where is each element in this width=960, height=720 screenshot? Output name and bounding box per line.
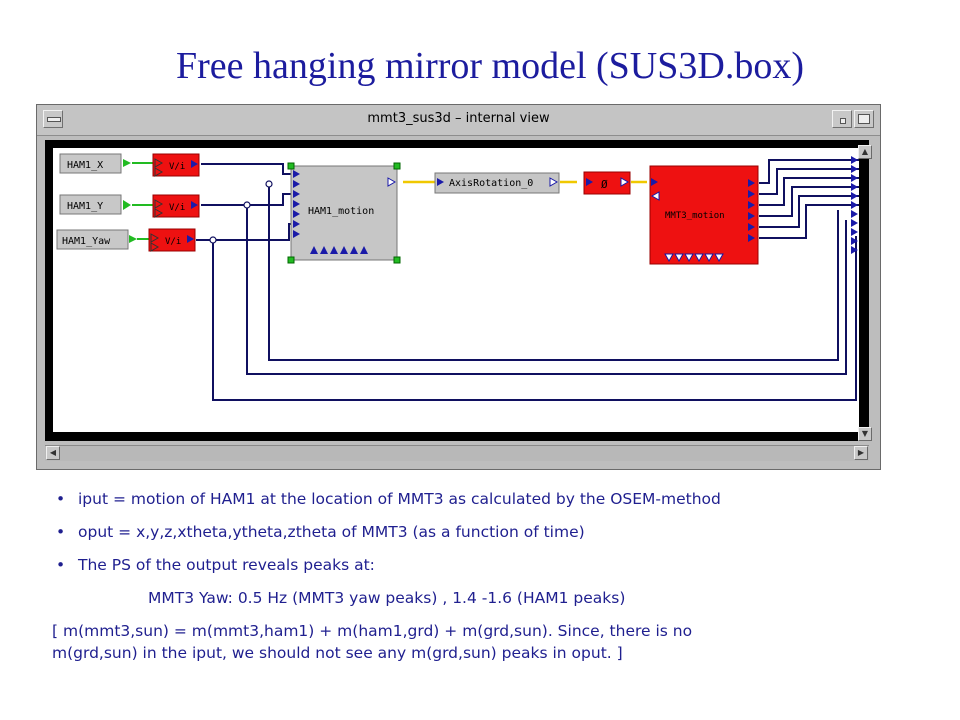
axis-rotation-label: AxisRotation_0 xyxy=(449,178,533,189)
mmt3-motion-block[interactable]: MMT3_motion xyxy=(649,165,759,265)
maximize-icon xyxy=(858,114,870,124)
note-line: m(grd,sun) in the iput, we should not se… xyxy=(52,644,623,662)
input-label-yaw: HAM1_Yaw xyxy=(62,236,111,247)
window-menu-icon xyxy=(47,117,61,122)
bullet-text: oput = x,y,z,xtheta,ytheta,ztheta of MMT… xyxy=(78,523,585,541)
diagram-svg: HAM1_X HAM1_Y HAM1_Yaw V/i xyxy=(56,153,859,401)
scroll-down-button[interactable]: ▼ xyxy=(858,427,872,441)
wire-out-5 xyxy=(759,195,859,228)
rotation-glyph: Ø xyxy=(601,178,608,191)
mmt3-motion-label: MMT3_motion xyxy=(665,211,725,221)
minimize-icon xyxy=(840,118,846,124)
slide-title: Free hanging mirror model (SUS3D.box) xyxy=(176,45,804,87)
junction-dots xyxy=(209,180,273,244)
input-block-y[interactable]: HAM1_Y xyxy=(59,194,131,215)
input-port-yaw xyxy=(129,235,137,243)
bullet-list: • iput = motion of HAM1 at the location … xyxy=(52,488,912,664)
horizontal-scrollbar[interactable]: ◀ ▶ xyxy=(45,445,869,461)
window-titlebar[interactable]: mmt3_sus3d – internal view xyxy=(37,105,880,136)
mmt3-motion-outputs xyxy=(748,179,755,242)
input-port-y xyxy=(123,200,131,210)
wire-out-3 xyxy=(759,177,859,206)
input-label-y: HAM1_Y xyxy=(67,201,103,212)
wire-out-2 xyxy=(759,168,859,195)
wire-out-6 xyxy=(759,204,859,239)
wire-y-to-ham1 xyxy=(201,193,293,206)
scroll-up-button[interactable]: ▲ xyxy=(858,145,872,159)
bullet-item: • iput = motion of HAM1 at the location … xyxy=(52,488,912,521)
maximize-button[interactable] xyxy=(854,110,874,128)
rotation-block[interactable]: Ø xyxy=(583,171,631,195)
bullet-text: iput = motion of HAM1 at the location of… xyxy=(78,490,721,508)
bullet-item: • The PS of the output reveals peaks at: xyxy=(52,554,912,587)
input-label-x: HAM1_X xyxy=(67,160,103,171)
bullet-dot-icon: • xyxy=(56,523,66,541)
scroll-left-button[interactable]: ◀ xyxy=(46,446,60,460)
ham1-motion-block[interactable]: HAM1_motion xyxy=(287,162,401,264)
converter-glyph-x: V/i xyxy=(169,162,185,172)
window-menu-button[interactable] xyxy=(43,110,63,128)
diagram-canvas[interactable]: HAM1_X HAM1_Y HAM1_Yaw V/i xyxy=(53,148,859,432)
wire-out-1 xyxy=(759,159,859,184)
bullet-text: The PS of the output reveals peaks at: xyxy=(78,556,375,574)
input-block-yaw[interactable]: HAM1_Yaw xyxy=(56,229,137,250)
axis-rotation-block[interactable]: AxisRotation_0 xyxy=(434,172,560,194)
bullet-dot-icon: • xyxy=(56,556,66,574)
input-block-x[interactable]: HAM1_X xyxy=(59,153,131,174)
ham1-motion-inputs xyxy=(293,170,300,238)
wire-x-to-ham1 xyxy=(201,163,293,175)
converter-glyph-y: V/i xyxy=(169,203,185,213)
bullet-dot-icon: • xyxy=(56,490,66,508)
converter-glyph-yaw: V/i xyxy=(165,237,181,247)
scroll-right-button[interactable]: ▶ xyxy=(854,446,868,460)
wire-x-feedback xyxy=(268,184,839,361)
converter-block-yaw[interactable]: V/i xyxy=(148,228,196,252)
internal-view-window: mmt3_sus3d – internal view xyxy=(36,104,881,470)
bullet-item: • oput = x,y,z,xtheta,ytheta,ztheta of M… xyxy=(52,521,912,554)
junction-y xyxy=(243,201,251,209)
wire-yaw-feedback xyxy=(212,236,857,401)
wire-y-feedback xyxy=(246,205,847,375)
mmt3-motion-bottom-ports xyxy=(664,253,724,263)
navy-wires xyxy=(196,159,859,401)
minimize-button[interactable] xyxy=(832,110,852,128)
note-block: [ m(mmt3,sun) = m(mmt3,ham1) + m(ham1,gr… xyxy=(52,620,912,664)
wire-out-4 xyxy=(759,186,859,217)
converter-block-x[interactable]: V/i xyxy=(152,153,200,177)
ham1-motion-label: HAM1_motion xyxy=(308,206,374,217)
note-line: [ m(mmt3,sun) = m(mmt3,ham1) + m(ham1,gr… xyxy=(52,622,693,640)
output-ports[interactable] xyxy=(851,156,858,254)
peak-detail-line: MMT3 Yaw: 0.5 Hz (MMT3 yaw peaks) , 1.4 … xyxy=(148,589,626,607)
junction-yaw xyxy=(209,236,217,244)
canvas-frame: HAM1_X HAM1_Y HAM1_Yaw V/i xyxy=(45,140,869,441)
converter-block-y[interactable]: V/i xyxy=(152,194,200,218)
window-title: mmt3_sus3d – internal view xyxy=(367,111,550,126)
junction-x xyxy=(265,180,273,188)
input-port-x xyxy=(123,159,131,167)
green-wires xyxy=(132,162,153,240)
ham1-motion-bottom-ports xyxy=(310,246,368,254)
